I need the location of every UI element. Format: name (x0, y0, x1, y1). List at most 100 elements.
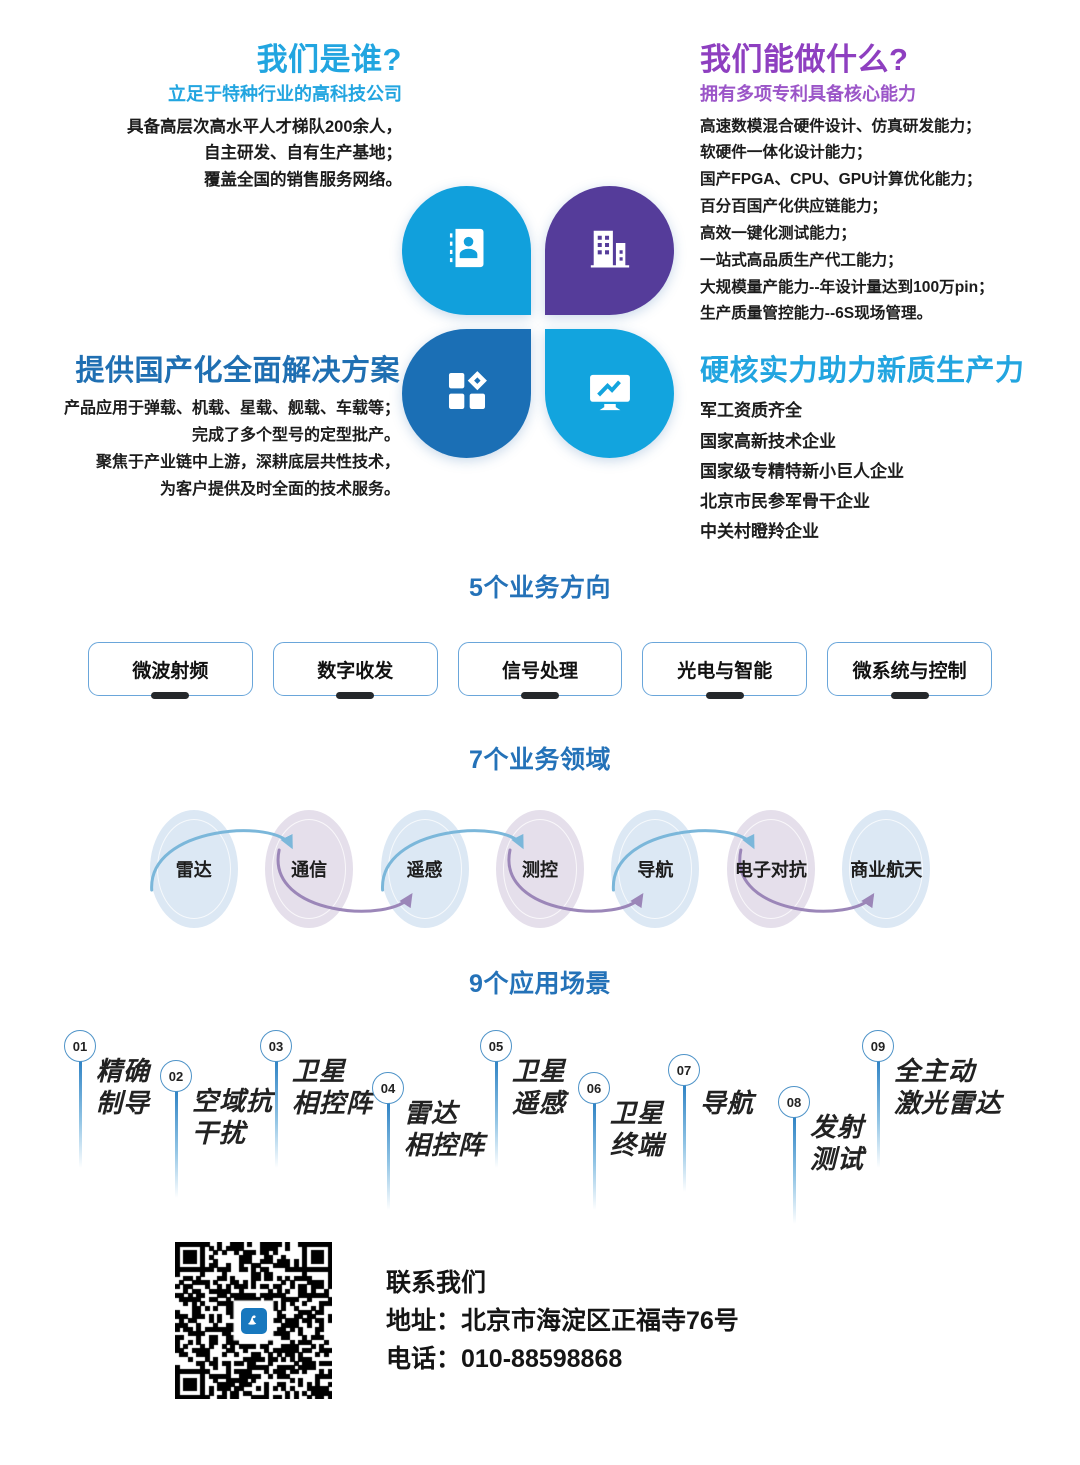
capability-line: 大规模量产能力--年设计量达到100万pin； (700, 278, 994, 296)
scenario-number: 07 (668, 1054, 700, 1086)
strength-line: 国家高新技术企业 (700, 431, 836, 451)
scenario-label: 空域抗干扰 (192, 1086, 273, 1149)
quadrant-who-line: 具备高层次高水平人才梯队200余人， (126, 117, 402, 136)
scenario-label: 雷达相控阵 (404, 1098, 485, 1161)
strength-line: 国家级专精特新小巨人企业 (700, 461, 904, 481)
company-logo-icon (240, 1307, 267, 1334)
scenario-label-line: 制导 (96, 1087, 151, 1118)
scenario-label: 全主动激光雷达 (894, 1056, 1002, 1119)
scenario-number: 04 (372, 1072, 404, 1104)
domain-label: 通信 (291, 860, 328, 880)
capability-line: 生产质量管控能力--6S现场管理。 (700, 305, 933, 323)
business-directions-section: 5个业务方向 微波射频 数字收发 信号处理 光电与智能 微系统与控制 (0, 568, 1080, 696)
direction-item[interactable]: 微波射频 (88, 642, 253, 696)
capability-line: 百分百国产化供应链能力； (700, 198, 888, 216)
domain-item[interactable]: 遥感 (371, 810, 478, 928)
qr-center-logo (236, 1303, 271, 1338)
petal-team (402, 186, 531, 315)
domains-row: 雷达 通信 遥感 测控 导航 电子对抗 (0, 804, 1080, 934)
strength-line: 军工资质齐全 (700, 401, 802, 421)
scenario-label-line: 遥感 (512, 1087, 567, 1118)
scenario-stem-line (495, 1060, 498, 1168)
domain-label: 商业航天 (850, 860, 923, 880)
scenario-number: 09 (862, 1030, 894, 1062)
contact-title: 联系我们 (386, 1269, 487, 1297)
direction-item[interactable]: 数字收发 (272, 642, 438, 696)
scenario-label-line: 导航 (700, 1088, 755, 1118)
scenario-stem-line (793, 1116, 796, 1224)
strength-line: 北京市民参军骨干企业 (700, 492, 870, 512)
quadrant-capabilities-title: 我们能做什么? (700, 42, 909, 77)
domains-row-wrap: 雷达 通信 遥感 测控 导航 电子对抗 (0, 804, 1080, 934)
capability-line: 一站式高品质生产代工能力； (700, 251, 903, 269)
hero-quadrants: 我们是谁? 立足于特种行业的高科技公司 具备高层次高水平人才梯队200余人， 自… (0, 0, 1080, 560)
directions-heading: 5个业务方向 (469, 574, 611, 602)
scenario-label-line: 激光雷达 (894, 1087, 1003, 1118)
capability-line: 软硬件一体化设计能力； (700, 144, 872, 162)
scenario-label: 精确制导 (96, 1056, 150, 1119)
scenario-label-line: 干扰 (192, 1117, 247, 1148)
domain-item[interactable]: 商业航天 (833, 810, 940, 928)
contact-section: 联系我们 地址：北京市海淀区正福寺76号 电话：010-88598868 (175, 1242, 739, 1399)
solution-line: 完成了多个型号的定型批产。 (191, 427, 400, 445)
domain-item[interactable]: 电子对抗 (717, 810, 824, 928)
domain-item[interactable]: 导航 (602, 810, 709, 928)
scenario-label-line: 精确 (96, 1056, 151, 1086)
scenario-label-line: 卫星 (610, 1098, 665, 1128)
quadrant-who: 我们是谁? 立足于特种行业的高科技公司 具备高层次高水平人才梯队200余人， 自… (0, 42, 402, 194)
scenario-label: 卫星相控阵 (292, 1056, 373, 1119)
scenario-label-line: 发射 (810, 1112, 865, 1142)
contact-phone: 电话：010-88598868 (386, 1345, 623, 1373)
contact-address: 地址：北京市海淀区正福寺76号 (386, 1307, 739, 1335)
scenario-number: 06 (578, 1072, 610, 1104)
scenario-stem-line (387, 1102, 390, 1210)
scenario-label-line: 测试 (810, 1143, 865, 1174)
scenarios-heading: 9个应用场景 (469, 970, 611, 998)
scenario-label-line: 相控阵 (292, 1087, 374, 1118)
scenario-number: 02 (160, 1060, 192, 1092)
petal-products (402, 329, 531, 458)
scenario-stem-line (877, 1060, 880, 1168)
business-domains-section: 7个业务领域 雷达 通信 遥感 测控 导航 (0, 740, 1080, 934)
strength-line: 中关村瞪羚企业 (700, 522, 819, 542)
quadrant-who-subtitle: 立足于特种行业的高科技公司 (168, 83, 402, 104)
direction-item[interactable]: 光电与智能 (642, 642, 808, 696)
scenario-label-line: 雷达 (404, 1098, 459, 1128)
domain-label: 遥感 (406, 860, 443, 880)
domain-item[interactable]: 测控 (486, 810, 593, 928)
quadrant-strength-body: 军工资质齐全 国家高新技术企业 国家级专精特新小巨人企业 北京市民参军骨干企业 … (700, 396, 1080, 547)
direction-item[interactable]: 微系统与控制 (827, 642, 992, 696)
scenario-number: 01 (64, 1030, 96, 1062)
domain-item[interactable]: 通信 (255, 810, 362, 928)
domain-label: 雷达 (175, 860, 212, 880)
scenario-number: 05 (480, 1030, 512, 1062)
directions-row: 微波射频 数字收发 信号处理 光电与智能 微系统与控制 (0, 642, 1080, 696)
domain-label: 测控 (521, 860, 558, 880)
capability-line: 高速数模混合硬件设计、仿真研发能力； (700, 117, 981, 135)
scenario-label: 导航 (700, 1088, 754, 1120)
quadrant-solution-title: 提供国产化全面解决方案 (75, 355, 400, 387)
petal-diagram (402, 186, 674, 458)
solution-line: 产品应用于弹载、机载、星载、舰载、车载等； (63, 400, 400, 418)
scenario-number: 08 (778, 1086, 810, 1118)
contact-card-icon (444, 225, 490, 276)
qr-code[interactable] (175, 1242, 332, 1399)
quadrant-capabilities: 我们能做什么? 拥有多项专利具备核心能力 高速数模混合硬件设计、仿真研发能力； … (700, 42, 1070, 328)
scenario-label-line: 全主动 (894, 1056, 976, 1086)
scenario-label-line: 相控阵 (404, 1129, 486, 1160)
scenario-label: 卫星遥感 (512, 1056, 566, 1119)
scenario-label-line: 终端 (610, 1129, 665, 1160)
quadrant-strength-title: 硬核实力助力新质生产力 (700, 355, 1025, 387)
monitor-chart-icon (587, 368, 633, 419)
domain-item[interactable]: 雷达 (140, 810, 247, 928)
direction-item[interactable]: 信号处理 (457, 642, 623, 696)
solution-line: 为客户提供及时全面的技术服务。 (159, 480, 400, 498)
scenario-number: 03 (260, 1030, 292, 1062)
capability-line: 国产FPGA、CPU、GPU计算优化能力； (700, 171, 982, 189)
capability-line: 高效一键化测试能力； (700, 224, 856, 242)
scenario-label-line: 空域抗 (192, 1086, 274, 1116)
scenario-stem-line (79, 1060, 82, 1168)
quadrant-who-body: 具备高层次高水平人才梯队200余人， 自主研发、自有生产基地； 覆盖全国的销售服… (0, 114, 402, 194)
